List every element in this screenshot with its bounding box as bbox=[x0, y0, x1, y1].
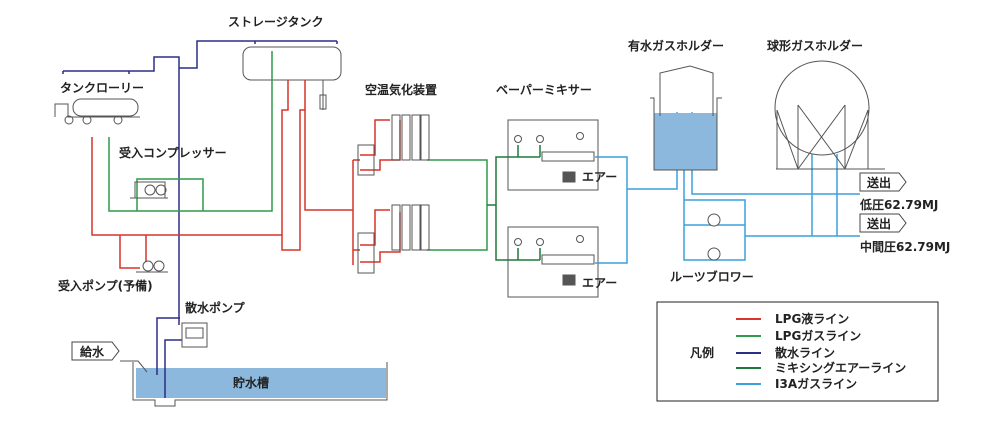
air-vaporizer bbox=[357, 114, 430, 274]
legend-item: I3Aガスライン bbox=[775, 376, 857, 391]
legend-item: LPGガスライン bbox=[775, 328, 861, 343]
label-air-2: エアー bbox=[582, 276, 617, 290]
legend-item: LPG液ライン bbox=[775, 311, 849, 326]
receiving-pump-icon bbox=[136, 260, 168, 273]
label-wet-gas-holder: 有水ガスホルダー bbox=[628, 38, 724, 53]
legend-item: ミキシングエアーライン bbox=[775, 360, 906, 375]
label-spray-pump: 散水ポンプ bbox=[185, 300, 246, 315]
water-storage-tank bbox=[132, 362, 388, 407]
spray-pump-icon bbox=[181, 322, 208, 348]
label-water-supply: 給水 bbox=[80, 344, 105, 359]
storage-tank bbox=[242, 46, 342, 81]
mixing-air-line bbox=[487, 145, 541, 261]
label-vapor-mixer: ベーパーミキサー bbox=[496, 83, 592, 97]
water-supply-tag bbox=[71, 341, 148, 373]
legend-item: 散水ライン bbox=[775, 345, 835, 360]
spherical-gas-holder bbox=[774, 60, 885, 170]
label-send-out-1: 送出 bbox=[866, 175, 891, 190]
label-medium-pressure: 中間圧62.79MJ bbox=[860, 239, 950, 254]
wet-gas-holder bbox=[650, 65, 722, 171]
vapor-mixer bbox=[507, 119, 599, 298]
legend: 凡例 LPG液ライン LPGガスライン 散水ライン ミキシングエアーライン I3… bbox=[656, 301, 939, 402]
label-roots-blower: ルーツブロワー bbox=[670, 269, 754, 284]
label-compressor: 受入コンプレッサー bbox=[119, 145, 227, 160]
lpg-liquid-line bbox=[91, 80, 401, 269]
send-out-tag bbox=[859, 213, 907, 233]
compressor-icon bbox=[130, 181, 168, 199]
label-send-out-2: 送出 bbox=[866, 216, 891, 231]
label-vaporizer: 空温気化装置 bbox=[365, 82, 437, 97]
legend-title: 凡例 bbox=[690, 345, 714, 360]
label-receiving-pump: 受入ポンプ(予備) bbox=[58, 278, 153, 293]
label-low-pressure: 低圧62.79MJ bbox=[859, 197, 938, 212]
spray-water-line bbox=[62, 40, 338, 398]
label-storage-tank: ストレージタンク bbox=[228, 15, 324, 29]
tank-lorry-icon bbox=[54, 98, 140, 125]
label-water-tank: 貯水槽 bbox=[233, 375, 269, 390]
label-air-1: エアー bbox=[582, 170, 617, 184]
label-spherical-gas-holder: 球形ガスホルダー bbox=[767, 38, 863, 53]
label-tank-lorry: タンクローリー bbox=[60, 81, 144, 95]
roots-blower-icon bbox=[707, 213, 721, 261]
send-out-tag bbox=[859, 172, 907, 192]
